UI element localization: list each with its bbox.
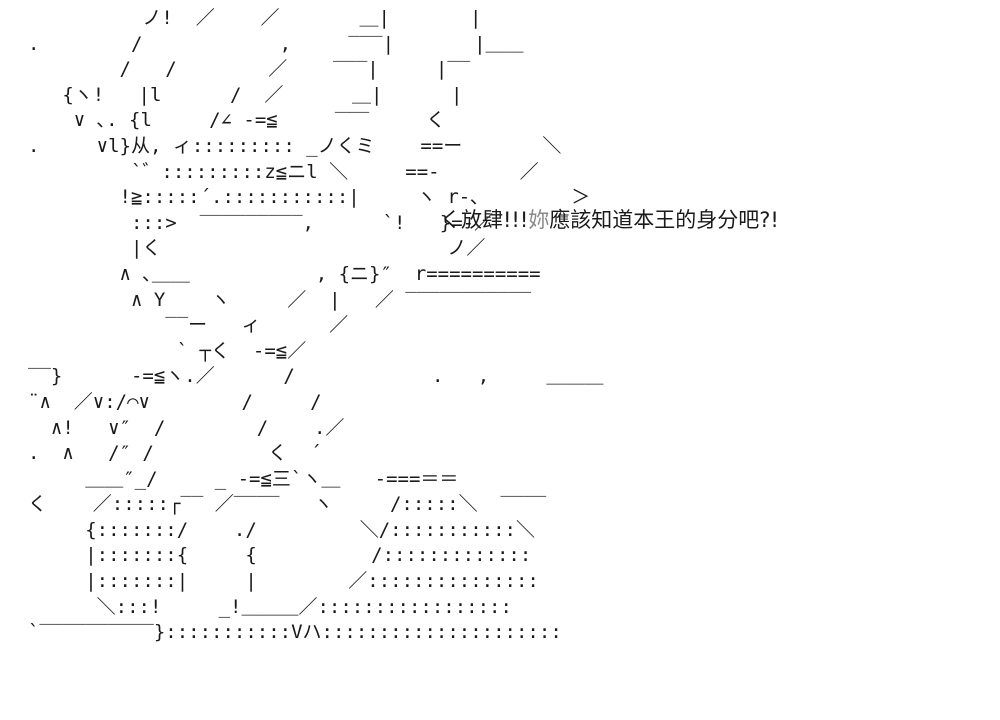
art-line: ¨∧ ／∨:/⌒∨ / / bbox=[28, 390, 322, 413]
art-line: ノ! ／ ／ ＿| | bbox=[28, 7, 482, 29]
ascii-art-figure: ノ! ／ ／ ＿| | . / , ‾‾‾| |＿＿ / / ／ ‾‾‾| |‾… bbox=[28, 6, 603, 646]
art-line: . / , ‾‾‾| |＿＿ bbox=[28, 32, 524, 55]
art-line: / / ／ ‾‾‾| |‾‾ bbox=[28, 58, 471, 81]
art-line: ‾‾} -=≦ヽ.／ / . , ＿＿＿ bbox=[28, 365, 604, 388]
art-line: `゛:::::::::z≦ニl ＼ ==- ／ bbox=[28, 160, 539, 183]
speech-suffix: 應該知道本王的身分吧?! bbox=[549, 208, 779, 232]
art-line: ＼:::! _!＿＿＿／::::::::::::::::: bbox=[28, 595, 512, 618]
art-line: {ヽ! |l / ／ ＿| | bbox=[28, 83, 463, 106]
art-line: . ∨l}从, ィ::::::::: _ノくミ ==ー ＼ bbox=[28, 134, 562, 157]
art-line: `‾‾‾‾‾‾‾‾‾‾}:::::::::::Vハ:::::::::::::::… bbox=[28, 621, 562, 644]
speech-prefix: く放肆!!! bbox=[440, 208, 529, 232]
art-line: |:::::::| | ／::::::::::::::: bbox=[28, 570, 539, 593]
art-line: {:::::::/ ./ ＼/:::::::::::＼ bbox=[28, 518, 535, 541]
art-line: !≧:::::´.:::::::::::| ヽ r-､ ＞ bbox=[28, 186, 591, 209]
art-line: ∧ ､＿＿ , {ニ}″ r========== bbox=[28, 262, 541, 285]
art-line: |く ノ／ bbox=[28, 237, 486, 260]
art-line: ∧ Y ヽ ／ | ／ ‾‾‾‾‾‾‾‾‾‾‾ bbox=[28, 288, 532, 311]
speech-faint-char: 妳 bbox=[528, 208, 550, 232]
speech-line: く放肆!!!妳應該知道本王的身分吧?! bbox=[440, 206, 779, 234]
art-line: ` ┬く -=≦／ bbox=[28, 339, 307, 362]
art-line: :::> ‾‾‾‾‾‾‾‾‾, `! }=-／ bbox=[28, 211, 494, 234]
art-line: ＿＿″_/ _ -=≦三`ヽ＿ -===＝＝ bbox=[28, 467, 459, 490]
art-line: く ／:::::┌‾‾ ／‾‾‾‾ ヽ /:::::＼ ‾‾‾‾ bbox=[28, 493, 547, 516]
art-line: ‾‾ー ィ ／ bbox=[28, 314, 349, 337]
art-line: ∨ ､. {l /∠ -=≦ ‾‾‾ く bbox=[28, 109, 446, 132]
art-line: . ∧ /″ / く ´ bbox=[28, 442, 322, 465]
art-line: ∧! ∨″ / / .／ bbox=[28, 416, 345, 439]
art-line: |:::::::{ { /::::::::::::: bbox=[28, 544, 532, 567]
